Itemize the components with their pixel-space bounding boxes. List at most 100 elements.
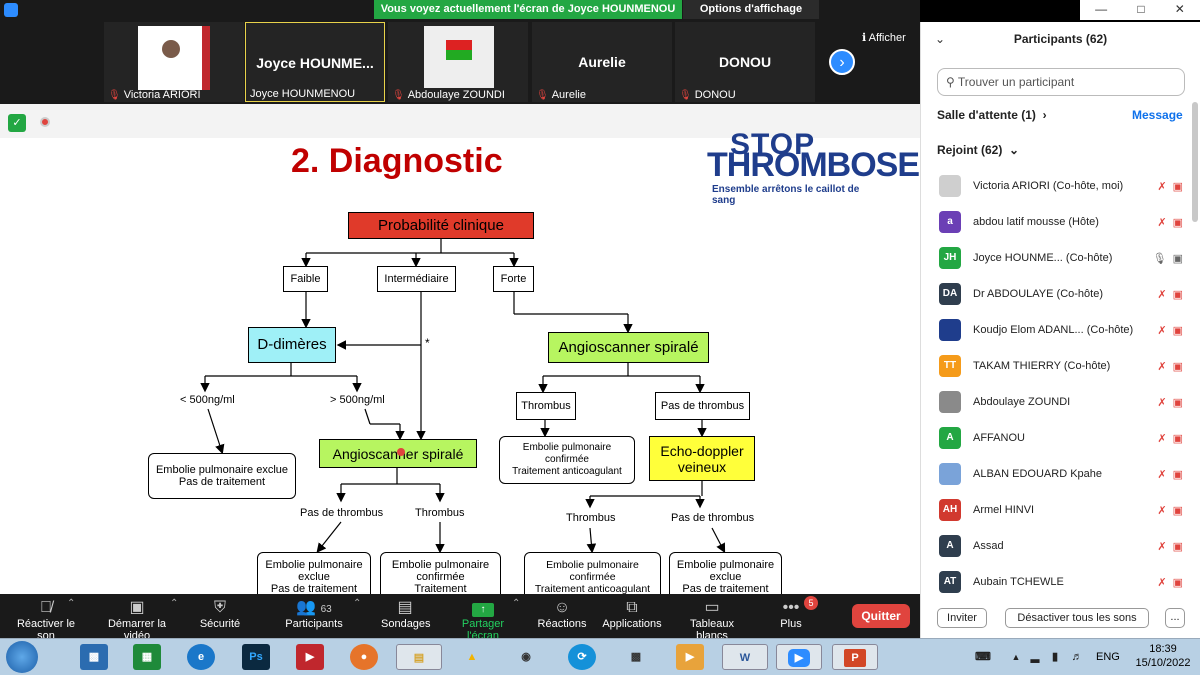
avatar	[939, 463, 961, 485]
avatar: AH	[939, 499, 961, 521]
mic-video-muted-icons: ✗▣	[1157, 504, 1189, 517]
box-intermediate: Intermédiaire	[377, 266, 456, 292]
shared-screen: ✓ 2. Diagnostic STOP THROMBOSE Ensemble …	[0, 104, 920, 594]
video-thumb[interactable]: 🎙Abdoulaye ZOUNDI	[388, 22, 528, 102]
participant-row[interactable]: Victoria ARIORI (Co-hôte, moi)✗▣	[939, 172, 1189, 200]
zoom-icon[interactable]: ▶	[776, 644, 822, 670]
avatar: AT	[939, 571, 961, 593]
participant-name: TAKAM THIERRY (Co-hôte)	[973, 360, 1111, 372]
minimize-icon[interactable]: —	[1095, 2, 1108, 16]
language-indicator[interactable]: ENG	[1096, 651, 1120, 663]
powerpoint-icon[interactable]: P	[832, 644, 878, 670]
box-pe-excluded: Embolie pulmonaire exclue Pas de traitem…	[148, 453, 296, 499]
thumb-name: DONOU	[718, 54, 772, 70]
internet-explorer-icon[interactable]: e	[187, 644, 215, 670]
mic-video-muted-icons: ✗▣	[1157, 216, 1189, 229]
video-options-caret-icon[interactable]: ⌃	[170, 598, 179, 609]
close-icon[interactable]: ✕	[1174, 2, 1185, 16]
remote-cursor-icon	[397, 448, 405, 456]
show-button[interactable]: ℹ Afficher	[862, 32, 906, 44]
apps-icon: ⧉	[626, 599, 638, 616]
participant-name: Assad	[973, 540, 1004, 552]
share-screen-button[interactable]: ↑ Partager l'écran	[446, 598, 520, 642]
waiting-room-header[interactable]: Salle d'attente (1) ›	[937, 108, 1047, 122]
box-clinical-probability: Probabilité clinique	[348, 212, 534, 239]
word-icon[interactable]: W	[722, 644, 768, 670]
keyboard-icon[interactable]: ⌨	[975, 651, 991, 663]
share-options-caret-icon[interactable]: ⌃	[512, 598, 521, 609]
participant-row[interactable]: Abdoulaye ZOUNDI✗▣	[939, 388, 1189, 416]
security-button[interactable]: ⛨ Sécurité	[196, 598, 244, 630]
video-thumb-active[interactable]: Joyce HOUNME... Joyce HOUNMENOU	[245, 22, 385, 102]
collapse-chevron-icon[interactable]: ⌄	[935, 32, 946, 46]
video-thumb[interactable]: Aurelie 🎙Aurelie	[532, 22, 672, 102]
remote-desktop-icon[interactable]: ▩	[80, 644, 108, 670]
photoshop-icon[interactable]: Ps	[242, 644, 270, 670]
message-link[interactable]: Message	[1132, 108, 1183, 122]
box-d-dimers: D-dimères	[248, 327, 336, 363]
next-page-arrow-icon[interactable]: ›	[829, 49, 855, 75]
video-thumb[interactable]: DONOU 🎙DONOU	[675, 22, 815, 102]
video-thumb[interactable]: 🎙Victoria ARIORI	[104, 22, 244, 102]
participants-options-caret-icon[interactable]: ⌃	[353, 598, 362, 609]
window-title-bar: Vous voyez actuellement l'écran de Joyce…	[0, 0, 920, 22]
mute-all-button[interactable]: Désactiver tous les sons	[1005, 608, 1149, 628]
participant-row[interactable]: Koudjo Elom ADANL... (Co-hôte)✗▣	[939, 316, 1189, 344]
participants-button[interactable]: 👥 63 Participants	[283, 598, 345, 630]
presentation-app-icon[interactable]: ▶	[296, 644, 324, 670]
participants-icon: 👥 63	[296, 599, 332, 616]
security-shield-icon[interactable]: ✓	[8, 114, 26, 132]
audio-options-caret-icon[interactable]: ⌃	[67, 598, 76, 609]
panel-more-button[interactable]: ...	[1165, 608, 1185, 628]
box-pe-confirmed-3: Embolie pulmonaire confirmée Traitement …	[524, 552, 661, 594]
logo-word-stop: STOP	[730, 128, 816, 161]
more-button[interactable]: ••• Plus	[776, 598, 806, 630]
leave-button[interactable]: Quitter	[852, 604, 910, 628]
box-angioscanner-center: Angioscanner spiralé	[319, 439, 477, 468]
invite-button[interactable]: Inviter	[937, 608, 987, 628]
asterisk-label: *	[425, 336, 430, 350]
panel-scrollbar[interactable]	[1192, 102, 1198, 222]
volume-icon[interactable]: ♬	[1071, 651, 1083, 663]
mic-video-muted-icons: ✗▣	[1157, 540, 1189, 553]
joined-header[interactable]: Rejoint (62) ⌄	[937, 143, 1020, 157]
person-photo	[162, 40, 180, 58]
apps-button[interactable]: ⧉ Applications	[602, 599, 662, 630]
participant-name: Victoria ARIORI (Co-hôte, moi)	[973, 180, 1124, 192]
flag-shape	[446, 40, 472, 60]
battery-icon[interactable]: ▮	[1051, 651, 1059, 663]
tray-arrow-icon[interactable]: ▲	[1011, 652, 1021, 662]
flowchart-connectors	[200, 239, 726, 554]
start-button-icon[interactable]	[6, 641, 38, 673]
screen-tool-icon[interactable]: ▩	[630, 651, 642, 663]
view-options-button[interactable]: Options d'affichage	[683, 0, 819, 19]
start-video-button[interactable]: ▣ Démarrer la vidéo	[94, 598, 180, 642]
media-player-icon[interactable]: ▶	[676, 644, 704, 670]
camera-app-icon[interactable]: ◉	[521, 651, 531, 663]
maximize-icon[interactable]: □	[1137, 2, 1145, 16]
file-explorer-icon[interactable]: ▤	[396, 644, 442, 670]
store-icon[interactable]: ▦	[133, 644, 161, 670]
window-controls: — □ ✕	[1080, 0, 1200, 20]
participant-row[interactable]: ALBAN EDOUARD Kpahe✗▣	[939, 460, 1189, 488]
edge-icon[interactable]: ⟳	[568, 644, 596, 670]
whiteboard-icon: ▭	[704, 599, 720, 616]
firefox-icon[interactable]: ●	[350, 644, 378, 670]
avatar	[939, 391, 961, 413]
participant-search-input[interactable]: ⚲ Trouver un participant	[937, 68, 1185, 96]
google-drive-icon[interactable]: ▲	[466, 651, 478, 663]
polls-button[interactable]: ▤ Sondages	[381, 599, 431, 630]
whiteboards-button[interactable]: ▭ Tableaux blancs	[674, 598, 750, 642]
logo-tagline: Ensemble arrêtons le caillot de sang	[712, 184, 860, 206]
network-signal-icon[interactable]: ▂	[1030, 651, 1040, 663]
system-clock[interactable]: 18:39 15/10/2022	[1130, 642, 1196, 670]
reactions-button[interactable]: ☺ Réactions	[537, 599, 587, 630]
